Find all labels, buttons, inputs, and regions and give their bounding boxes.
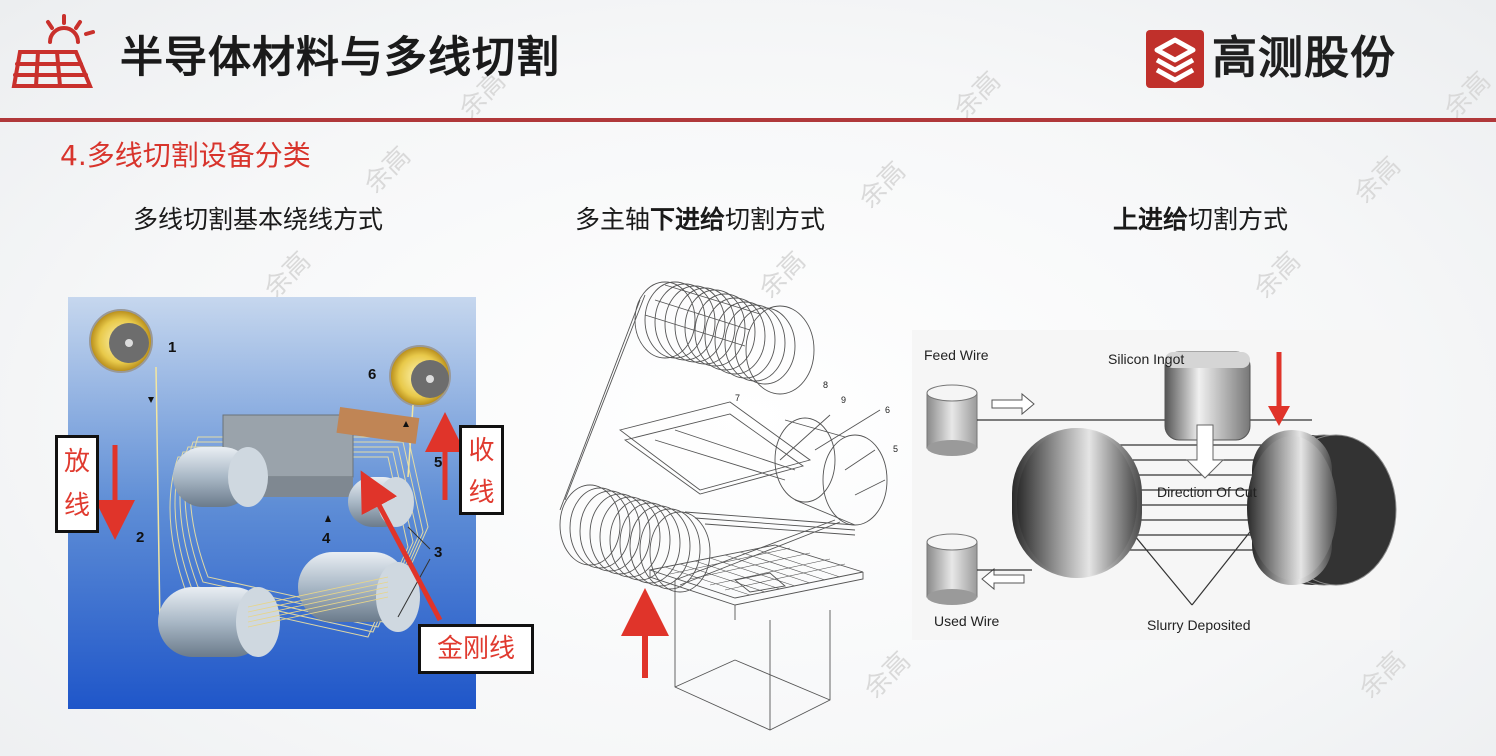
caption-part: 多主轴 (575, 205, 651, 234)
multi-spindle-diagram: 7 8 9 6 5 (559, 281, 898, 731)
callout-number: 9 (841, 395, 846, 405)
top-feed-diagram: Feed Wire Silicon Ingot Direction Of Cut… (912, 330, 1400, 640)
gaoce-logo-icon (1146, 30, 1204, 88)
caption-emphasis: 下进给 (650, 205, 726, 234)
caption-emphasis: 上进给 (1113, 205, 1189, 234)
silicon-ingot-label: Silicon Ingot (1108, 351, 1184, 367)
slurry-deposited-label: Slurry Deposited (1147, 617, 1251, 633)
brand-name: 高测股份 (1212, 31, 1397, 84)
watermark: 余高 (258, 246, 317, 305)
watermark: 余高 (1438, 66, 1496, 125)
watermark: 余高 (1348, 151, 1407, 210)
diamond-wire-label: 金刚线 (418, 624, 534, 674)
watermark: 余高 (1353, 646, 1412, 705)
callout-number: 5 (893, 444, 898, 454)
callout-number: 2 (136, 529, 144, 546)
wire-winding-diagram: 1 2 3 4 5 6 (68, 297, 476, 709)
callout-number: 1 (168, 339, 176, 356)
wire-winding-illustration: 1 2 3 4 5 6 (68, 297, 476, 709)
used-wire-label: Used Wire (934, 613, 1000, 629)
feed-direction-arrow (1268, 352, 1290, 426)
watermark: 余高 (1248, 246, 1307, 305)
direction-of-cut-label: Direction Of Cut (1157, 484, 1257, 500)
watermark: 余高 (853, 156, 912, 215)
left-panel-caption: 多线切割基本绕线方式 (133, 205, 384, 234)
callout-number: 6 (368, 366, 376, 383)
callout-number: 5 (434, 454, 442, 471)
caption-part: 切割方式 (725, 205, 826, 234)
callout-number: 7 (735, 393, 740, 403)
solar-panel-icon (11, 14, 95, 88)
callout-number: 4 (322, 530, 331, 547)
caption-part: 切割方式 (1188, 205, 1289, 234)
feed-wire-label: Feed Wire (924, 347, 989, 363)
watermark: 余高 (358, 141, 417, 200)
pay-out-label: 放线 (55, 435, 99, 533)
callout-number: 3 (434, 544, 442, 561)
watermark: 余高 (948, 66, 1007, 125)
right-panel-caption: 上进给切割方式 (1113, 204, 1288, 236)
page-title: 半导体材料与多线切割 (120, 33, 560, 83)
callout-number: 6 (885, 405, 890, 415)
take-up-label: 收线 (459, 425, 504, 515)
middle-panel-caption: 多主轴下进给切割方式 (575, 204, 825, 236)
callout-number: 8 (823, 380, 828, 390)
section-title: 4.多线切割设备分类 (60, 139, 311, 172)
header-divider (0, 118, 1496, 122)
